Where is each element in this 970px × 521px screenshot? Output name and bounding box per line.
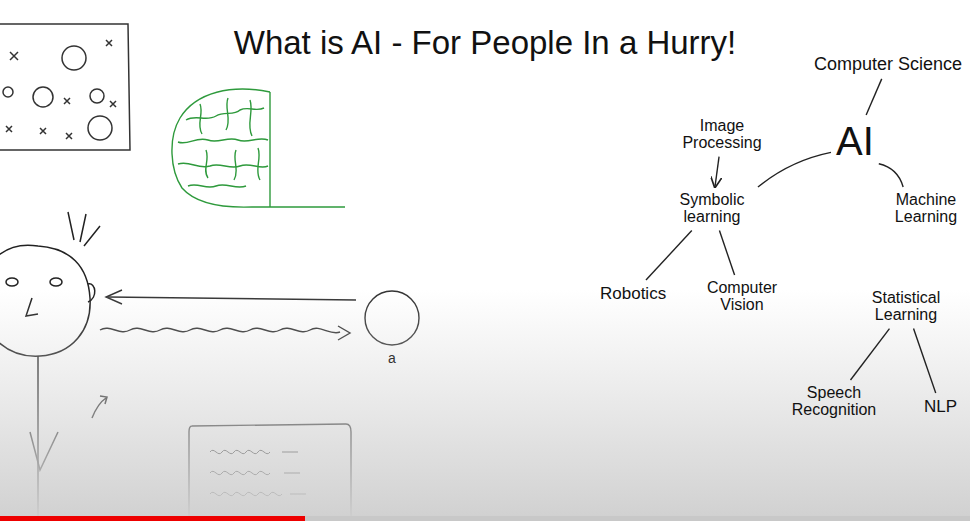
- tree-connector: [758, 152, 831, 187]
- node-text: Computer Vision: [702, 280, 782, 314]
- node-text: NLP: [924, 398, 957, 416]
- tree-connector: [646, 231, 692, 280]
- node-text: Speech Recognition: [788, 385, 880, 419]
- tree-node: Symbolic learning: [668, 190, 756, 228]
- root-node: AI: [834, 118, 876, 164]
- progress-bar: [0, 516, 305, 521]
- bottom-fade: [0, 290, 970, 521]
- tree-node: Machine Learning: [888, 190, 964, 228]
- node-text: Statistical Learning: [860, 290, 952, 324]
- tree-connector: [851, 329, 890, 380]
- node-text: Machine Learning: [890, 192, 962, 226]
- leaf-node: NLP: [922, 396, 959, 418]
- tree-node: Statistical Learning: [858, 288, 954, 326]
- brain-drawing: [172, 89, 345, 207]
- leaf-node: Computer Vision: [700, 278, 784, 316]
- node-text: Image Processing: [678, 118, 766, 152]
- tree-connector: [719, 231, 734, 275]
- leaf-node: Robotics: [598, 283, 668, 305]
- scatter-board: [0, 24, 130, 150]
- leaf-node: Speech Recognition: [786, 383, 882, 421]
- tree-node: Computer Science: [812, 53, 964, 76]
- tree-connector: [914, 329, 936, 393]
- node-text: AI: [836, 120, 874, 162]
- tree-connector: [866, 79, 882, 115]
- tree-connector: [715, 157, 719, 187]
- node-text: Symbolic learning: [670, 192, 754, 226]
- progress-track: [0, 516, 970, 521]
- sketch-label: a: [388, 350, 396, 366]
- tree-node: Image Processing: [676, 116, 768, 154]
- node-text: Computer Science: [814, 55, 962, 74]
- node-text: Robotics: [600, 285, 666, 303]
- tree-connector: [879, 164, 903, 187]
